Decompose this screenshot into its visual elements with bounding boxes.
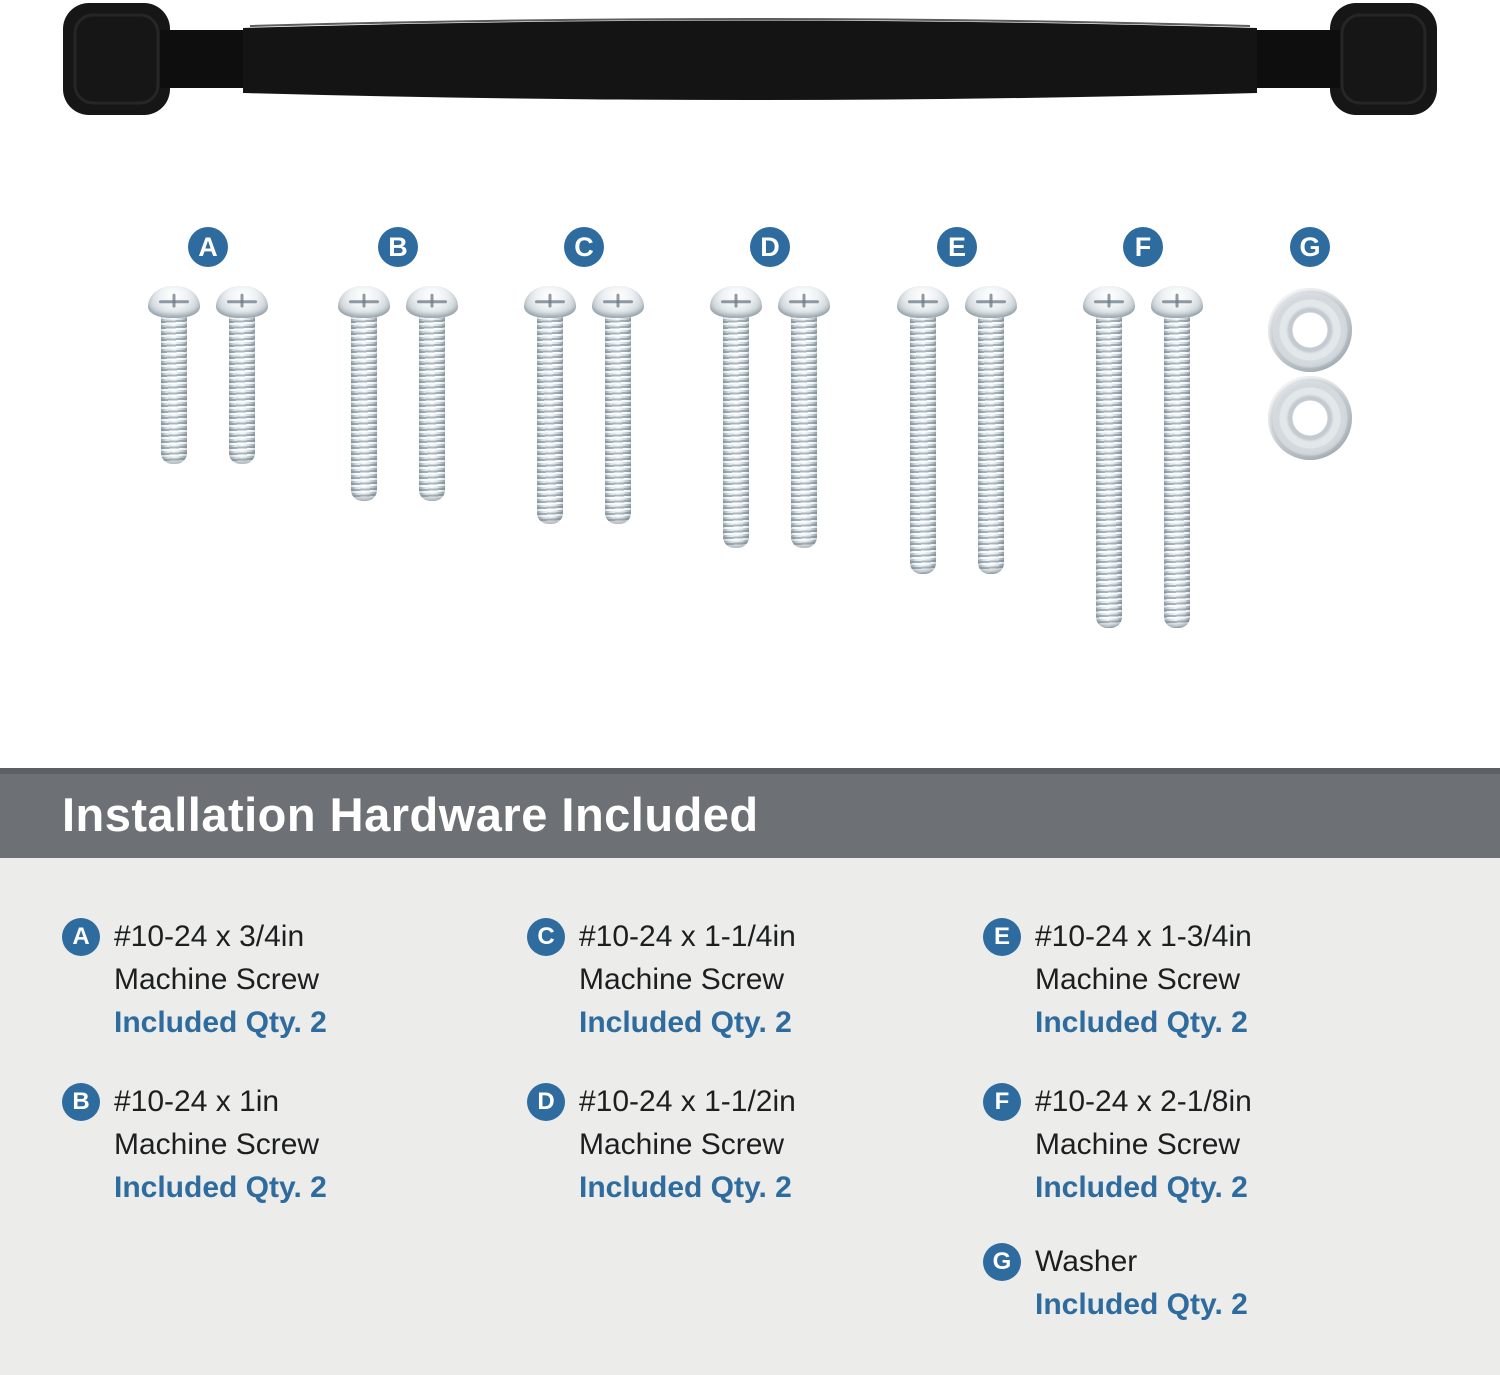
item-qty: Included Qty. 2 (1035, 1171, 1248, 1204)
part-badge-e: E (937, 227, 977, 267)
section-title: Installation Hardware Included (62, 788, 759, 841)
part-group-b: B (338, 0, 458, 660)
item-spec: #10-24 x 3/4in (114, 920, 305, 953)
part-badge-a: A (188, 227, 228, 267)
machine-screw-icon (592, 286, 644, 524)
part-group-d: D (710, 0, 830, 660)
cabinet-pull-handle-image (63, 3, 1437, 115)
item-badge-e: E (983, 918, 1021, 956)
item-badge-f: F (983, 1083, 1021, 1121)
part-badge-g: G (1290, 227, 1330, 267)
hardware-item-d: D #10-24 x 1-1/2in Machine Screw Include… (527, 1080, 977, 1209)
machine-screw-icon (148, 286, 200, 464)
machine-screw-icon (710, 286, 762, 548)
part-group-f: F (1083, 0, 1203, 660)
item-badge-a: A (62, 918, 100, 956)
hardware-item-c: C #10-24 x 1-1/4in Machine Screw Include… (527, 915, 977, 1044)
item-qty: Included Qty. 2 (579, 1171, 792, 1204)
part-badge-c: C (564, 227, 604, 267)
item-type: Machine Screw (114, 1128, 320, 1161)
item-spec: #10-24 x 1-3/4in (1035, 920, 1252, 953)
part-badge-b: B (378, 227, 418, 267)
item-spec: #10-24 x 1-1/4in (579, 920, 796, 953)
part-group-g: G (1250, 0, 1370, 660)
item-badge-g: G (983, 1243, 1021, 1281)
item-qty: Included Qty. 2 (114, 1006, 327, 1039)
item-qty: Included Qty. 2 (579, 1006, 792, 1039)
item-badge-b: B (62, 1083, 100, 1121)
hardware-item-g: G Washer Included Qty. 2 (983, 1240, 1433, 1326)
item-spec: #10-24 x 1-1/2in (579, 1085, 796, 1118)
machine-screw-icon (524, 286, 576, 524)
washer-icon (1268, 288, 1352, 372)
part-badge-d: D (750, 227, 790, 267)
item-spec: #10-24 x 2-1/8in (1035, 1085, 1252, 1118)
item-type: Machine Screw (579, 963, 785, 996)
item-qty: Included Qty. 2 (1035, 1006, 1248, 1039)
machine-screw-icon (1151, 286, 1203, 628)
machine-screw-icon (897, 286, 949, 574)
item-type: Machine Screw (579, 1128, 785, 1161)
machine-screw-icon (216, 286, 268, 464)
hardware-legend-panel: A #10-24 x 3/4in Machine Screw Included … (0, 858, 1500, 1375)
item-spec: #10-24 x 1in (114, 1085, 280, 1118)
part-group-c: C (524, 0, 644, 660)
hardware-item-e: E #10-24 x 1-3/4in Machine Screw Include… (983, 915, 1433, 1044)
machine-screw-icon (965, 286, 1017, 574)
hardware-item-f: F #10-24 x 2-1/8in Machine Screw Include… (983, 1080, 1433, 1209)
machine-screw-icon (338, 286, 390, 501)
part-badge-f: F (1123, 227, 1163, 267)
machine-screw-icon (1083, 286, 1135, 628)
washer-icon (1268, 376, 1352, 460)
item-type: Machine Screw (1035, 963, 1241, 996)
part-group-e: E (897, 0, 1017, 660)
item-badge-d: D (527, 1083, 565, 1121)
part-group-a: A (148, 0, 268, 660)
machine-screw-icon (778, 286, 830, 548)
item-type: Machine Screw (114, 963, 320, 996)
item-qty: Included Qty. 2 (1035, 1288, 1248, 1321)
machine-screw-icon (406, 286, 458, 501)
hardware-item-a: A #10-24 x 3/4in Machine Screw Included … (62, 915, 512, 1044)
item-type: Machine Screw (1035, 1128, 1241, 1161)
item-badge-c: C (527, 918, 565, 956)
section-header: Installation Hardware Included (0, 768, 1500, 858)
hardware-item-b: B #10-24 x 1in Machine Screw Included Qt… (62, 1080, 512, 1209)
item-qty: Included Qty. 2 (114, 1171, 327, 1204)
item-spec: Washer (1035, 1245, 1138, 1278)
